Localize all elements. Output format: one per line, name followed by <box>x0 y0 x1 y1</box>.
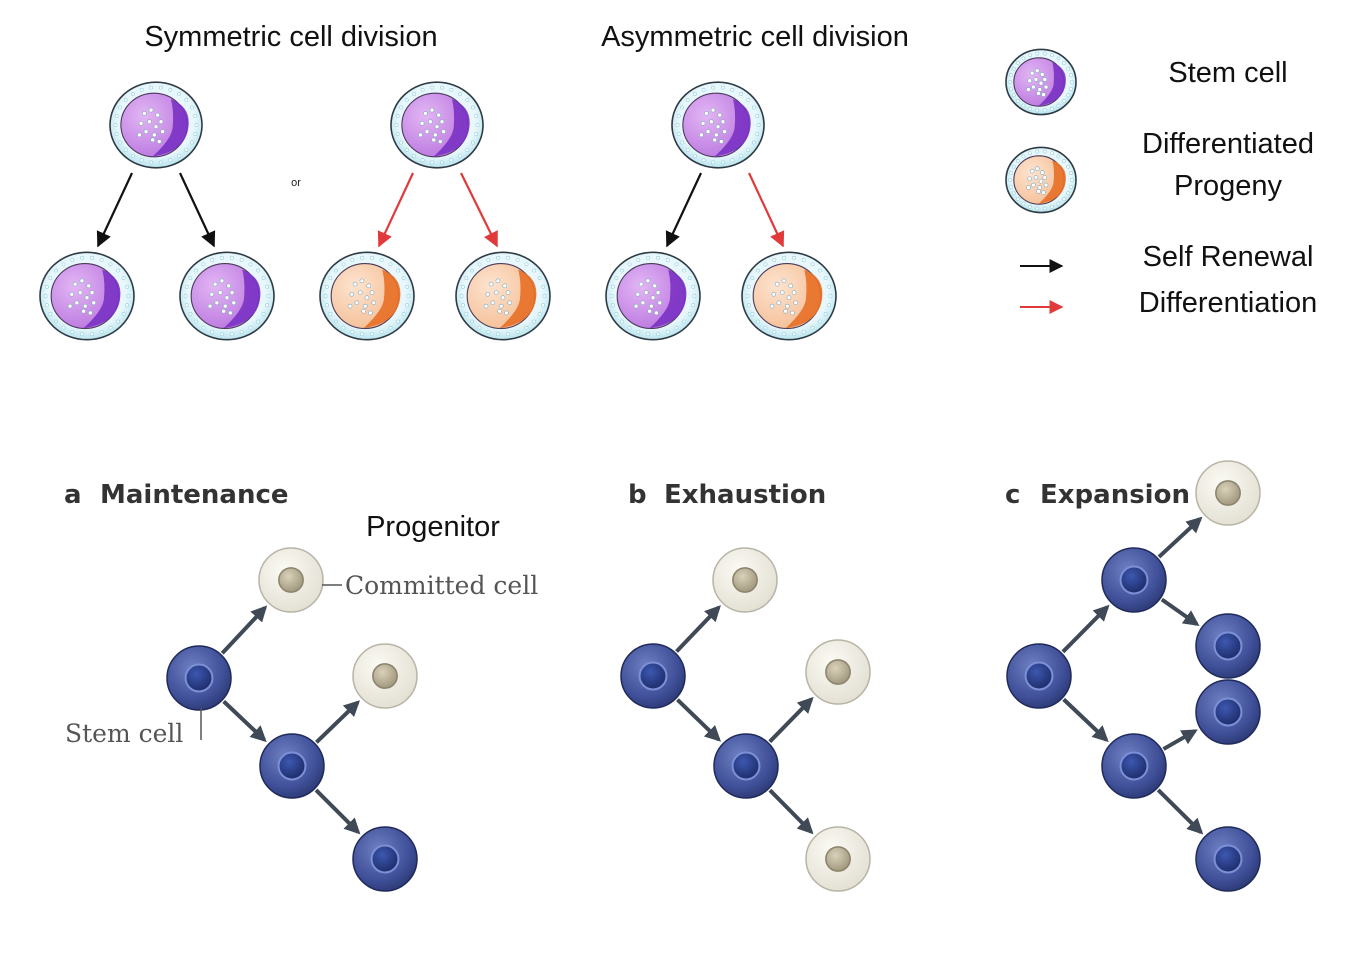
top-cells <box>39 81 837 341</box>
lineage-arrow <box>1160 597 1200 627</box>
lineage-arrow <box>675 605 721 653</box>
lineage-arrow <box>1157 516 1203 559</box>
committed-cell-node <box>805 639 871 705</box>
stem-cell-node <box>166 645 232 711</box>
stem-cell-node <box>713 733 779 799</box>
panel-a-title: a Maintenance <box>64 480 289 510</box>
stem-cell-node <box>1101 733 1167 799</box>
or-label: or <box>291 177 301 189</box>
self-renewal-arrow <box>665 172 702 248</box>
legend-progeny-label: Progeny <box>1174 170 1283 202</box>
stem-cell <box>671 81 765 169</box>
panel-a-heading: Maintenance <box>100 480 289 510</box>
top-arrows <box>96 172 785 248</box>
stem-cell <box>390 81 484 169</box>
panel-c-letter: c <box>1005 480 1020 510</box>
lineage-arrow <box>1162 729 1198 751</box>
legend-stem-cell-label: Stem cell <box>1168 57 1287 89</box>
stem-cell-node <box>259 733 325 799</box>
lineage-arrow <box>222 699 267 743</box>
self-renewal-arrow <box>179 172 216 248</box>
differentiated-cell <box>319 251 415 341</box>
stem-cell-node <box>1006 643 1072 709</box>
legend-differentiated-label: Differentiated <box>1142 128 1314 160</box>
lineage-arrow <box>1061 604 1110 654</box>
differentiated-cell <box>741 251 837 341</box>
committed-cell-node <box>258 547 324 613</box>
legend-differentiated-cell-icon <box>1005 146 1077 214</box>
legend: Stem cell Differentiated Progeny Self Re… <box>1005 48 1317 319</box>
asymmetric-division-title: Asymmetric cell division <box>601 21 909 53</box>
legend-self-renewal-label: Self Renewal <box>1143 241 1314 273</box>
symmetric-division-title: Symmetric cell division <box>144 21 437 53</box>
stem-cell-label: Stem cell <box>65 719 183 748</box>
legend-stem-cell-icon <box>1005 48 1077 116</box>
lineage-arrow <box>314 788 361 835</box>
differentiated-cell <box>455 251 551 341</box>
lineage-arrow <box>1062 697 1109 743</box>
lineage-arrow <box>676 698 721 742</box>
stem-cell-node <box>1101 547 1167 613</box>
lineage-cells <box>166 460 1261 892</box>
stem-cell <box>109 81 203 169</box>
lineage-arrow <box>315 700 360 744</box>
lineage-arrow <box>768 696 814 744</box>
panel-b-heading: Exhaustion <box>664 480 826 510</box>
committed-cell-node <box>712 547 778 613</box>
progenitor-label: Progenitor <box>366 511 500 543</box>
panel-a-letter: a <box>64 480 82 510</box>
differentiation-arrow <box>377 172 414 248</box>
committed-cell-node <box>1195 460 1261 526</box>
panel-b-title: b Exhaustion <box>628 480 826 510</box>
lineage-arrow <box>768 788 814 835</box>
stem-cell-node <box>1195 613 1261 679</box>
panel-c-title: c Expansion <box>1005 480 1190 510</box>
lineage-arrow <box>1156 788 1204 835</box>
stem-cell-node <box>620 643 686 709</box>
stem-cell <box>605 251 701 341</box>
differentiation-arrow <box>748 172 785 248</box>
committed-cell-node <box>805 826 871 892</box>
lineage-arrow <box>220 605 268 655</box>
differentiation-arrow <box>460 172 498 248</box>
stem-cell-node <box>352 826 418 892</box>
stem-cell <box>39 251 135 341</box>
self-renewal-arrow <box>96 172 133 248</box>
lineage-arrows <box>220 516 1204 835</box>
committed-cell-node <box>352 643 418 709</box>
panel-b-letter: b <box>628 480 647 510</box>
panel-c-heading: Expansion <box>1040 480 1190 510</box>
stem-cell-node <box>1195 826 1261 892</box>
committed-cell-label: Committed cell <box>345 571 538 600</box>
stem-cell-node <box>1195 679 1261 745</box>
legend-differentiation-label: Differentiation <box>1139 287 1317 319</box>
stem-cell <box>179 251 275 341</box>
